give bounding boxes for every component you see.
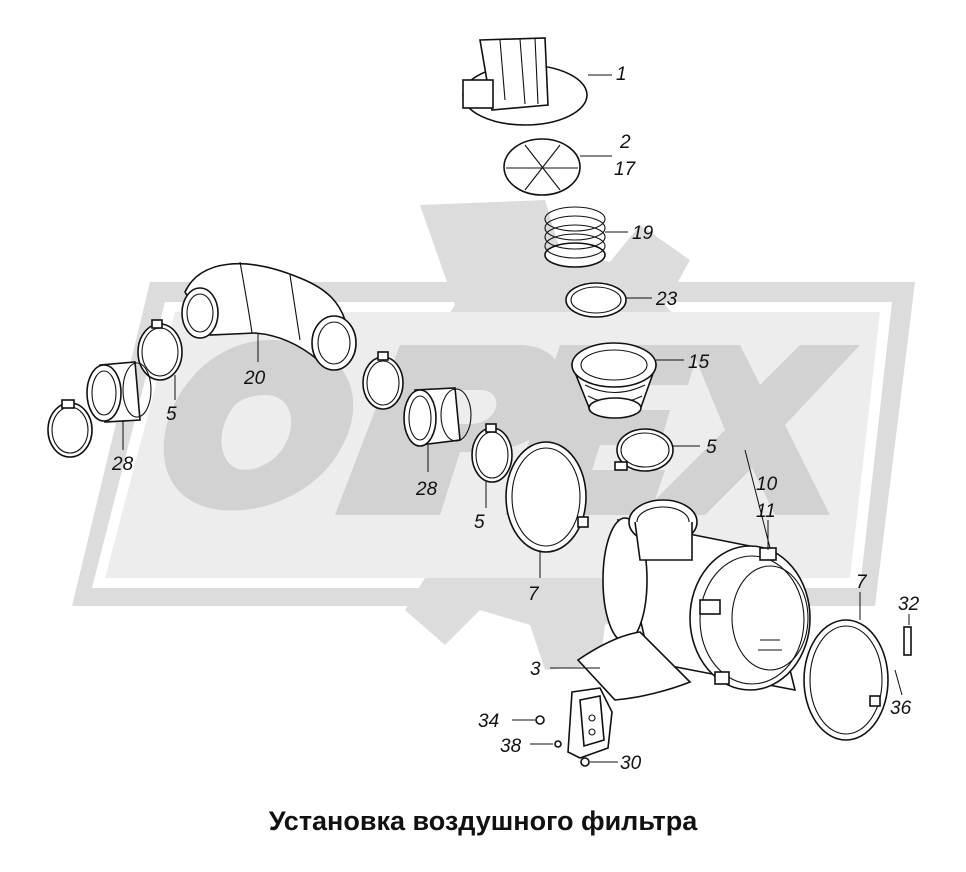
part-5-clamp-middle [362,351,404,410]
part-1-intake-hood [462,37,612,126]
callout-11: 11 [756,501,776,522]
callout-32: 32 [898,594,920,615]
callout-38: 38 [500,736,522,757]
part-20-bent-pipe [181,261,357,371]
part-bracket [512,687,618,767]
part-36-nut [894,669,903,696]
watermark-letter-o [163,340,354,511]
part-28-sleeve-middle [403,387,472,472]
callout-10: 10 [756,474,778,495]
part-5-clamp-right [614,428,700,472]
part-28-sleeve-left [86,361,152,450]
callout-2: 2 [619,132,631,153]
part-10-filter-housing [602,449,811,692]
callout-28-middle: 28 [415,479,438,500]
callout-17: 17 [614,159,637,180]
part-2-mesh-disc [503,138,612,196]
callout-23: 23 [655,289,678,310]
part-3-strap [550,631,692,701]
part-19-spring-hose [544,206,628,268]
part-7-band-right [803,592,889,741]
part-15-rubber-boot [570,342,684,419]
callout-5-left: 5 [166,404,177,425]
callout-36: 36 [890,698,912,719]
callout-7-left: 7 [528,584,540,605]
callout-15: 15 [688,352,710,373]
callout-34: 34 [478,711,499,732]
part-7-band-left [505,441,589,578]
callout-28-left: 28 [111,454,134,475]
watermark-banner [72,282,915,606]
callout-19: 19 [632,223,654,244]
part-5-clamp-lower [471,423,513,508]
part-23-ring [565,282,652,318]
part-28-clamp-far-left [47,399,93,458]
part-32-bolt [903,614,912,656]
callout-3: 3 [530,659,541,680]
callout-labels: 1 2 17 19 23 15 5 20 5 28 28 5 10 11 7 7… [111,64,920,774]
callout-20: 20 [243,368,266,389]
callout-1: 1 [616,64,627,85]
callout-30: 30 [620,753,642,774]
diagram-caption: Установка воздушного фильтра [268,806,698,836]
callout-5-right: 5 [706,437,717,458]
part-5-clamp-left [137,319,183,400]
watermark-letter-x [640,345,860,515]
callout-5-lower: 5 [474,512,485,533]
callout-7-right: 7 [856,572,868,593]
